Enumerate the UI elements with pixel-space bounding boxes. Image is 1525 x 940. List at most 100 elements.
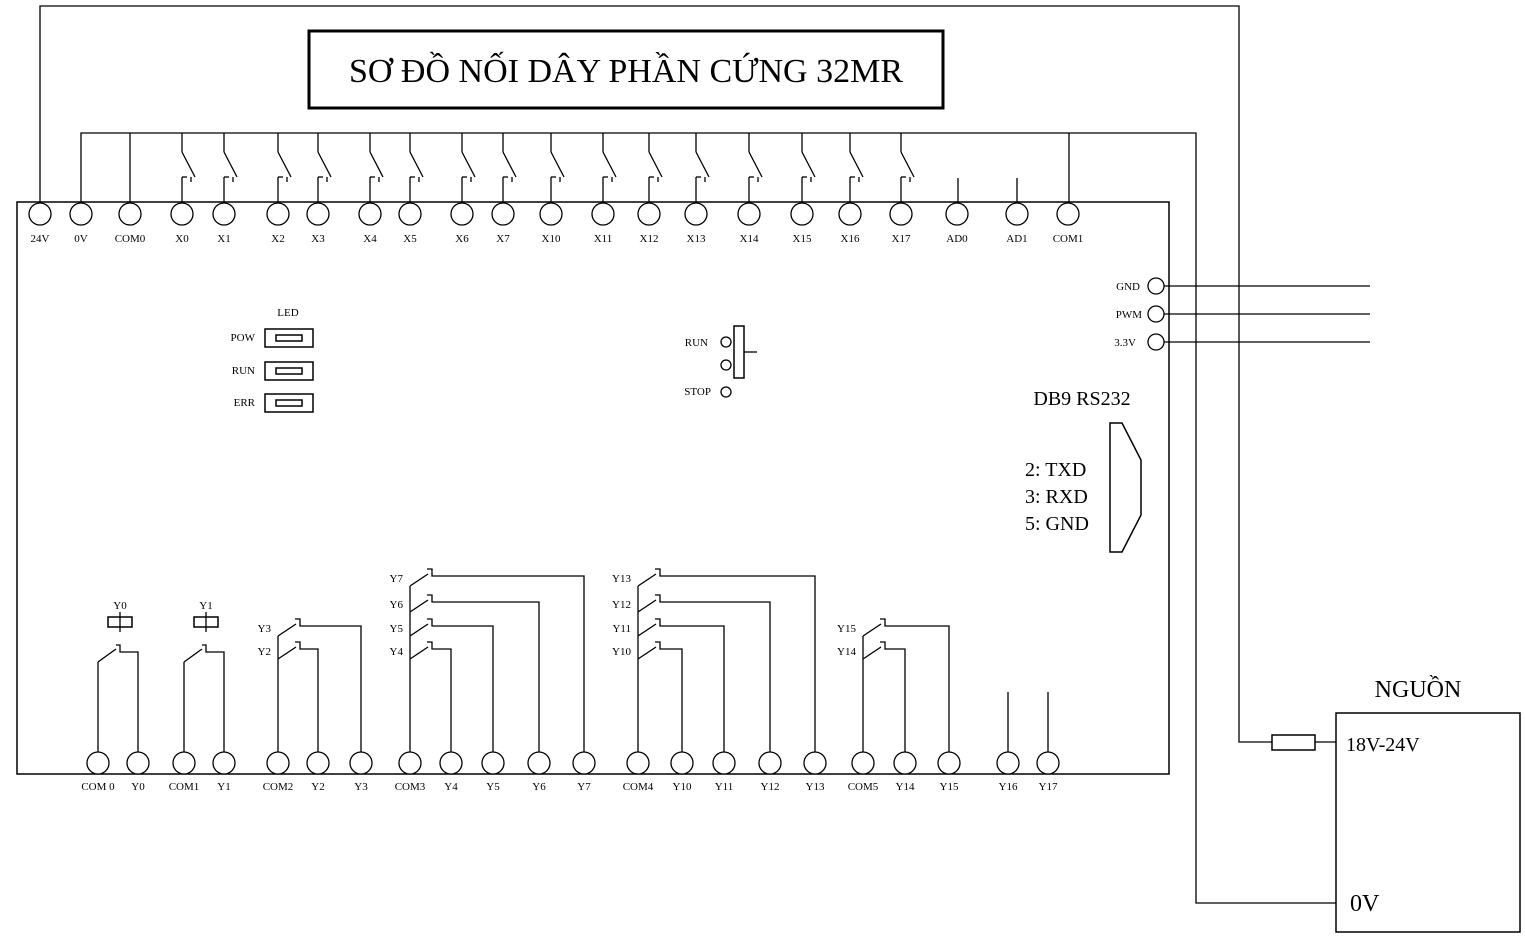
input-terminal-x13[interactable]: [684, 202, 708, 226]
input-terminal-x4[interactable]: [358, 202, 382, 226]
output-terminal-y5[interactable]: [481, 751, 505, 775]
output-terminal-label: Y11: [715, 781, 734, 793]
input-terminal-ad1[interactable]: [1005, 202, 1029, 226]
side-pins: GND PWM 3.3V: [1114, 277, 1165, 351]
input-switches: [181, 133, 915, 203]
input-terminal-label: X15: [793, 233, 812, 245]
relay-label: Y3: [258, 623, 272, 635]
output-terminal-com5[interactable]: [851, 751, 875, 775]
output-terminal-y7[interactable]: [572, 751, 596, 775]
output-terminal-y14[interactable]: [893, 751, 917, 775]
db9-pin-gnd: 5: GND: [1025, 513, 1089, 535]
input-switch-x12: [648, 133, 663, 203]
input-terminal-x12[interactable]: [637, 202, 661, 226]
output-terminal-y13[interactable]: [803, 751, 827, 775]
input-terminal-label: X0: [175, 233, 189, 245]
output-terminal-y10[interactable]: [670, 751, 694, 775]
output-terminal-y1[interactable]: [212, 751, 236, 775]
input-switch-x7: [502, 133, 517, 203]
input-terminal-com0[interactable]: [118, 202, 142, 226]
input-switch-x15: [801, 133, 816, 203]
input-terminal-label: X7: [496, 233, 510, 245]
input-terminal-label: X11: [594, 233, 613, 245]
input-terminal-label: X14: [740, 233, 759, 245]
relay-y1: Y1: [183, 600, 225, 752]
output-terminal-y2[interactable]: [306, 751, 330, 775]
stop-label: STOP: [684, 386, 711, 398]
output-terminal-label: Y3: [354, 781, 368, 793]
input-terminal-0v[interactable]: [69, 202, 93, 226]
relay-label: Y5: [390, 623, 404, 635]
input-switch-x6: [461, 133, 476, 203]
output-terminal-label: Y13: [806, 781, 825, 793]
output-terminal-com3[interactable]: [398, 751, 422, 775]
output-terminal-com2[interactable]: [266, 751, 290, 775]
led-pow: [264, 328, 314, 348]
pwm-pin[interactable]: [1147, 305, 1165, 323]
v33-pin[interactable]: [1147, 333, 1165, 351]
led-err: [264, 393, 314, 413]
power-supply: NGUỒN 18V-24V 0V: [1271, 676, 1521, 933]
relay-label: Y2: [258, 646, 271, 658]
input-terminal-x5[interactable]: [398, 202, 422, 226]
input-switch-x10: [550, 133, 565, 203]
input-terminal-x2[interactable]: [266, 202, 290, 226]
input-terminal-x11[interactable]: [591, 202, 615, 226]
db9-connector: DB9 RS232 2: TXD 3: RXD 5: GND: [1025, 388, 1142, 553]
input-terminal-label: 0V: [74, 233, 88, 245]
output-terminal-label: COM4: [623, 781, 654, 793]
diagram-title: SƠ ĐỒ NỐI DÂY PHẦN CỨNG 32MR: [349, 51, 903, 90]
db9-shell-icon: [1109, 422, 1142, 553]
output-terminal-y4[interactable]: [439, 751, 463, 775]
input-terminal-x10[interactable]: [539, 202, 563, 226]
input-switch-x17: [900, 133, 915, 203]
output-terminal-y16[interactable]: [996, 751, 1020, 775]
output-terminal-label: Y0: [131, 781, 145, 793]
input-terminal-x14[interactable]: [737, 202, 761, 226]
output-terminal-y17[interactable]: [1036, 751, 1060, 775]
switch-lever[interactable]: [733, 325, 745, 379]
output-terminal-label: Y10: [673, 781, 692, 793]
output-terminal-y0[interactable]: [126, 751, 150, 775]
relay-label: Y15: [837, 623, 856, 635]
input-terminal-x3[interactable]: [306, 202, 330, 226]
pwm-pin-label: PWM: [1116, 309, 1143, 321]
output-terminal-y6[interactable]: [527, 751, 551, 775]
output-terminal-y3[interactable]: [349, 751, 373, 775]
input-terminal-x16[interactable]: [838, 202, 862, 226]
db9-pin-rxd: 3: RXD: [1025, 486, 1088, 508]
input-terminal-x0[interactable]: [170, 202, 194, 226]
gnd-pin[interactable]: [1147, 277, 1165, 295]
output-terminal-y15[interactable]: [937, 751, 961, 775]
input-terminal-x15[interactable]: [790, 202, 814, 226]
input-terminal-24v[interactable]: [28, 202, 52, 226]
input-terminal-label: X4: [363, 233, 377, 245]
input-terminal-label: X5: [403, 233, 417, 245]
output-terminal-y12[interactable]: [758, 751, 782, 775]
run-stop-switch[interactable]: RUN STOP: [684, 325, 757, 398]
output-terminal-label: COM 0: [81, 781, 115, 793]
output-terminal-label: Y4: [444, 781, 458, 793]
output-terminal-label: Y14: [896, 781, 915, 793]
relay-label: Y14: [837, 646, 856, 658]
output-terminal-y11[interactable]: [712, 751, 736, 775]
input-terminal-x6[interactable]: [450, 202, 474, 226]
input-terminal-label: X16: [841, 233, 860, 245]
input-terminal-x17[interactable]: [889, 202, 913, 226]
output-terminal-com-0[interactable]: [86, 751, 110, 775]
led-pow-label: POW: [231, 332, 256, 344]
input-switch-x3: [317, 133, 332, 203]
input-terminal-com1[interactable]: [1056, 202, 1080, 226]
input-terminal-label: X13: [687, 233, 706, 245]
output-terminal-com1[interactable]: [172, 751, 196, 775]
input-terminal-x7[interactable]: [491, 202, 515, 226]
input-terminal-x1[interactable]: [212, 202, 236, 226]
input-switch-x13: [695, 133, 710, 203]
output-terminal-label: Y12: [761, 781, 780, 793]
input-terminal-ad0[interactable]: [945, 202, 969, 226]
output-terminal-com4[interactable]: [626, 751, 650, 775]
